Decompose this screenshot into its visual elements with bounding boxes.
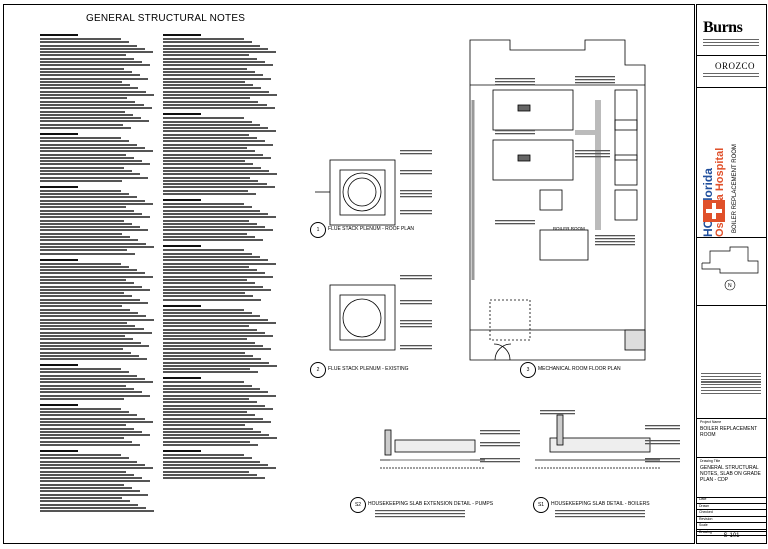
flue-existing — [329, 284, 396, 351]
project-label: Project Name — [700, 420, 722, 424]
client-logo-icon — [703, 200, 725, 222]
title-block-row: Checked — [697, 510, 766, 517]
title-block: Burns OROZCO HCA Florida Osceola Hospita… — [696, 4, 767, 544]
project-name: BOILER REPLACEMENT ROOM — [700, 426, 758, 438]
boiler-room-label: BOILER ROOM — [553, 226, 585, 231]
partner-logo: OROZCO — [715, 61, 756, 71]
plan-leader-notes — [495, 76, 635, 246]
notes-column-1 — [40, 30, 155, 513]
detail-number-1: 1 — [310, 222, 326, 238]
title-block-row: Date — [697, 497, 766, 504]
key-plan: N — [701, 246, 759, 291]
detail-number-3: 3 — [520, 362, 536, 378]
flue-roof-plan — [315, 159, 396, 226]
north-arrow-icon: N — [728, 283, 732, 289]
firm-logo: Burns — [703, 19, 743, 36]
drawing-title: GENERAL STRUCTURAL NOTES, SLAB ON GRADE … — [700, 465, 761, 483]
client-name-line2: Osceola Hospital — [714, 147, 726, 237]
detail-caption-4: HOUSEKEEPING SLAB EXTENSION DETAIL - PUM… — [368, 501, 494, 507]
project-side-title: BOILER REPLACEMENT ROOM — [732, 144, 738, 233]
flue-roof-notes — [400, 150, 432, 215]
detail-number-2: 2 — [310, 362, 326, 378]
detail-number-5: S1 — [533, 497, 549, 513]
notes-column-2 — [163, 30, 278, 480]
drawing-area — [315, 39, 680, 518]
slab-pumps-notes — [375, 430, 520, 518]
floor-plan — [469, 39, 646, 361]
detail-caption-2: FLUE STACK PLENUM - EXISTING — [328, 366, 409, 372]
detail-number-4: S2 — [350, 497, 366, 513]
detail-caption-3: MECHANICAL ROOM FLOOR PLAN — [538, 366, 621, 372]
flue-existing-notes — [400, 275, 432, 350]
title-block-row: Drawn — [697, 504, 766, 510]
sheet-border — [3, 4, 695, 544]
detail-caption-1: FLUE STACK PLENUM - ROOF PLAN — [328, 226, 415, 232]
drawing-label: Drawing Title — [700, 459, 721, 463]
title-block-row: Scale — [697, 523, 766, 530]
sheet-number: S-101 — [723, 533, 740, 539]
sheet-title: GENERAL STRUCTURAL NOTES — [86, 13, 246, 24]
slab-boilers-notes — [540, 410, 680, 518]
detail-caption-5: HOUSEKEEPING SLAB DETAIL - BOILERS — [551, 501, 650, 507]
slab-detail-pumps — [380, 429, 485, 469]
slab-detail-boilers — [535, 414, 660, 469]
title-block-row: Revision — [697, 517, 766, 523]
